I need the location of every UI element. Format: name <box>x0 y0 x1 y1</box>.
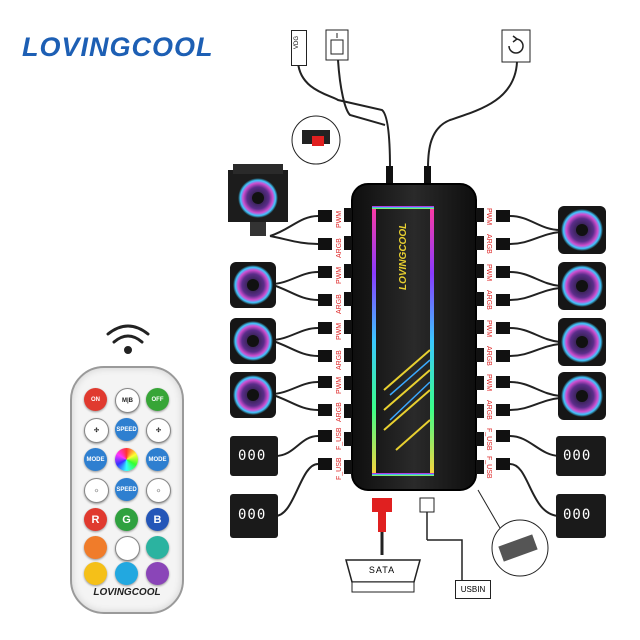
argb-hub <box>351 183 477 491</box>
argb-label: ARGB <box>485 234 492 254</box>
pwm-label: PWM <box>485 208 492 226</box>
argb-label: ARGB <box>336 402 343 422</box>
fan-icon <box>558 318 606 366</box>
connector-detail-circle <box>291 115 341 165</box>
argb-label: ARGB <box>336 238 343 258</box>
pwm-label: PWM <box>485 320 492 338</box>
purple-button[interactable] <box>146 562 169 585</box>
hub-top-connector-left <box>386 166 393 184</box>
cyan-button[interactable] <box>115 562 138 585</box>
teal-button[interactable] <box>146 536 169 559</box>
on-button[interactable]: ON <box>84 388 107 411</box>
cpu-cooler <box>228 164 288 236</box>
mode-minus-button[interactable]: MODE <box>84 448 107 471</box>
pwm-label: PWM <box>336 210 343 228</box>
yellow-button[interactable] <box>84 562 107 585</box>
hub-right-ports <box>476 208 484 474</box>
fan-icon[interactable]: ✣ <box>146 418 171 443</box>
f-usb-label: F_USB <box>485 456 492 479</box>
green-button[interactable]: G <box>115 508 138 531</box>
display-module <box>556 436 606 476</box>
display-module <box>556 494 606 538</box>
right-connectors <box>496 210 510 470</box>
f-usb-label: F_USB <box>336 457 343 480</box>
hub-left-ports <box>344 208 352 474</box>
usbin-label: USBIN <box>455 580 491 599</box>
orange-button[interactable] <box>84 536 107 559</box>
usb-header-detail-circle <box>477 489 549 577</box>
power-switch-icon <box>325 29 349 61</box>
brand-logo: LOVINGCOOL <box>22 32 214 62</box>
fan-icon <box>558 206 606 254</box>
display-module <box>230 494 278 538</box>
speed-down-button[interactable]: SPEED <box>115 478 138 501</box>
pwm-label: PWM <box>336 376 343 394</box>
top-cables <box>297 59 518 169</box>
fan-icon[interactable]: ✣ <box>84 418 109 443</box>
pwm-label: PWM <box>485 264 492 282</box>
usb-cable <box>419 497 463 580</box>
argb-label: ARGB <box>485 290 492 310</box>
pwm-label: PWM <box>485 374 492 392</box>
fan-icon <box>230 318 276 364</box>
vdg-label: VDG <box>294 35 300 49</box>
rgb-wheel-icon[interactable] <box>115 448 138 471</box>
off-button[interactable]: OFF <box>146 388 169 411</box>
display-module <box>230 436 278 476</box>
restart-icon <box>501 29 531 63</box>
hub-logo: LOVINGCOOL <box>398 222 409 290</box>
sata-label: SATA <box>368 565 396 575</box>
speed-up-button[interactable]: SPEED <box>115 418 138 441</box>
argb-label: ARGB <box>336 350 343 370</box>
f-usb-label: F_USB <box>485 428 492 451</box>
pwm-label: PWM <box>336 266 343 284</box>
argb-label: ARGB <box>485 346 492 366</box>
brightness-icon[interactable]: ☼ <box>146 478 171 503</box>
argb-label: ARGB <box>336 294 343 314</box>
left-connectors <box>318 210 332 470</box>
fan-icon <box>230 262 276 308</box>
hub-top-connector-right <box>424 166 431 184</box>
display-digits: 000 <box>238 507 267 523</box>
red-button[interactable]: R <box>84 508 107 531</box>
display-digits: 000 <box>563 448 592 464</box>
blue-button[interactable]: B <box>146 508 169 531</box>
vdg-box: VDG <box>291 30 307 66</box>
brightness-icon[interactable]: ☼ <box>84 478 109 503</box>
fan-icon <box>558 372 606 420</box>
display-digits: 000 <box>238 448 267 464</box>
wifi-icon <box>106 324 150 354</box>
mb-button[interactable]: M|B <box>115 388 140 413</box>
fan-icon <box>230 372 276 418</box>
right-cables <box>509 215 561 517</box>
argb-label: ARGB <box>485 400 492 420</box>
sata-cable <box>345 498 421 593</box>
f-usb-label: F_USB <box>336 427 343 450</box>
pwm-label: PWM <box>336 322 343 340</box>
remote-logo: LOVINGCOOL <box>93 587 161 598</box>
remote-control: ON M|B OFF ✣ SPEED ✣ MODE MODE ☼ SPEED ☼… <box>70 366 184 614</box>
white-button[interactable] <box>115 536 140 561</box>
fan-icon <box>558 262 606 310</box>
mode-plus-button[interactable]: MODE <box>146 448 169 471</box>
display-digits: 000 <box>563 507 592 523</box>
